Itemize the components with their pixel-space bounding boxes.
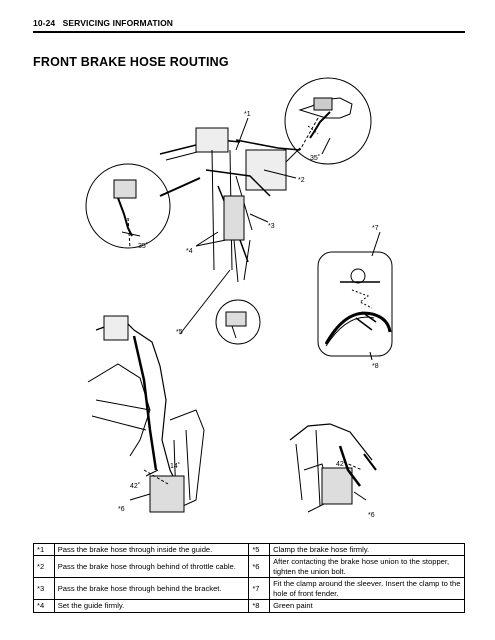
table-row: *1 Pass the brake hose through inside th… <box>33 542 465 557</box>
note-key: *1 <box>33 542 55 557</box>
note-text: Pass the brake hose through inside the g… <box>53 542 250 557</box>
note-key: *5 <box>248 542 271 557</box>
callout-6-left: *6 <box>118 506 125 513</box>
detail-circle-clamp <box>215 299 261 345</box>
table-row: *4 Set the guide firmly. *8 Green paint <box>33 599 465 613</box>
angle-35-right: 35˚ <box>310 154 320 162</box>
note-text: Set the guide firmly. <box>53 599 250 613</box>
angle-14: 14˚ <box>170 462 180 470</box>
callout-8: *8 <box>372 363 379 370</box>
callout-1: *1 <box>244 111 251 118</box>
table-row: *2 Pass the brake hose through behind of… <box>33 555 465 579</box>
header-text: 10-24 SERVICING INFORMATION <box>33 18 174 28</box>
angle-42-right: 42˚ <box>336 460 346 468</box>
callout-4: *4 <box>186 248 193 255</box>
notes-table: *1 Pass the brake hose through inside th… <box>33 542 465 613</box>
callout-3: *3 <box>268 223 275 230</box>
page-header: 10-24 SERVICING INFORMATION <box>33 16 465 34</box>
callout-7: *7 <box>372 225 379 232</box>
note-key: *8 <box>248 599 271 613</box>
note-text: Pass the brake hose through behind of th… <box>53 555 250 579</box>
detail-circle-master-cylinder <box>284 77 372 165</box>
page-title: FRONT BRAKE HOSE ROUTING <box>33 55 229 69</box>
angle-42-left: 42˚ <box>130 482 140 490</box>
note-text: Clamp the brake hose firmly. <box>269 542 465 557</box>
callout-2: *2 <box>298 177 305 184</box>
note-key: *3 <box>33 577 55 601</box>
note-key: *4 <box>33 599 55 613</box>
header-rule <box>33 31 465 33</box>
note-text: Fit the clamp around the sleever. Insert… <box>269 577 465 601</box>
detail-circle-hose-union <box>85 163 171 249</box>
note-key: *6 <box>248 555 271 579</box>
callout-5: *5 <box>176 329 183 336</box>
detail-box-fender-clamp <box>317 251 393 357</box>
note-key: *7 <box>248 577 271 601</box>
note-key: *2 <box>33 555 55 579</box>
callout-6-right: *6 <box>368 512 375 519</box>
note-text: Pass the brake hose through behind the b… <box>53 577 250 601</box>
table-row: *3 Pass the brake hose through behind th… <box>33 577 465 601</box>
note-text: After contacting the brake hose union to… <box>269 555 465 579</box>
angle-35-left: 35˚ <box>138 242 148 250</box>
note-text: Green paint <box>269 599 465 613</box>
